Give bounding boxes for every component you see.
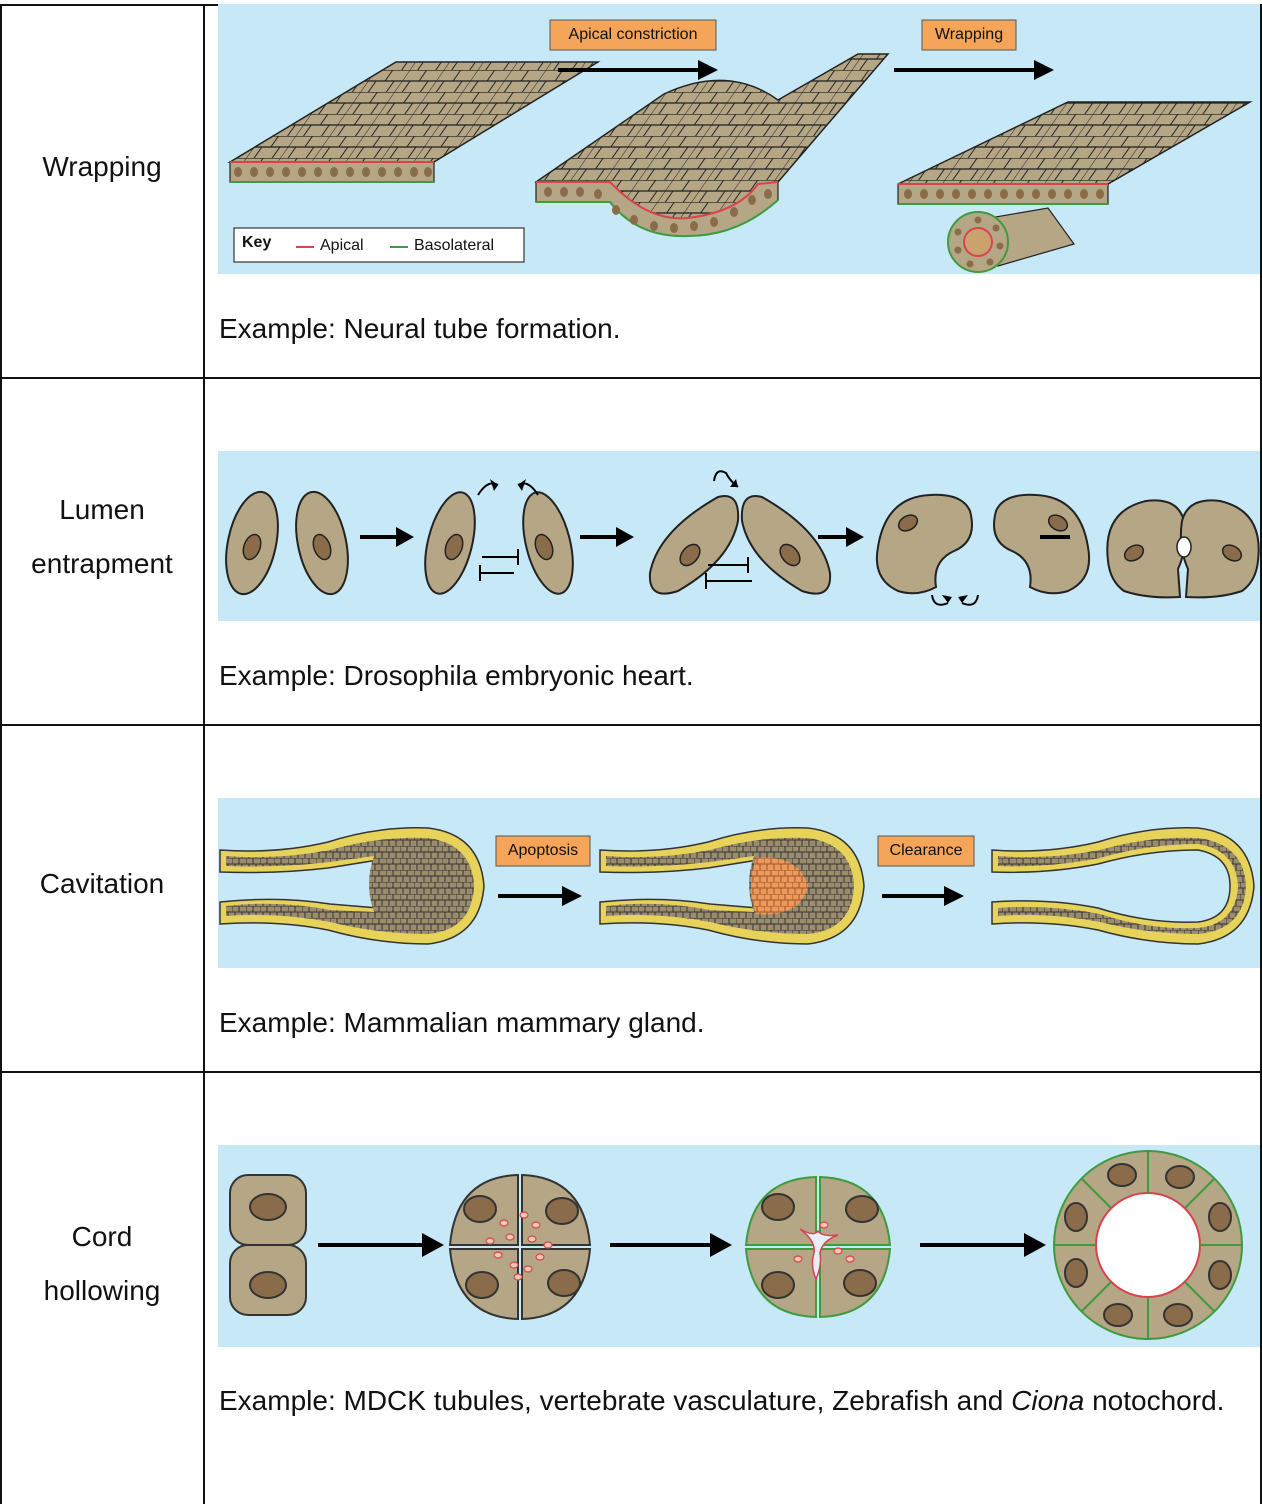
example-wrapping: Example: Neural tube formation. [219, 302, 621, 356]
example-lumen-entrapment: Example: Drosophila embryonic heart. [219, 649, 694, 703]
cord-hollowing-svg [218, 1145, 1260, 1347]
row-label-cavitation: Cavitation [0, 857, 204, 911]
mechanism-table: Wrapping [0, 4, 1262, 1504]
key-title: Key [242, 234, 271, 252]
step-label-wrapping: Wrapping [922, 20, 1016, 50]
solid-bud [220, 828, 484, 944]
cavitation-svg [218, 798, 1260, 968]
step-label-apical-constriction: Apical constriction [550, 20, 716, 50]
flat-epithelium [230, 62, 598, 182]
hollow-cord-ring [1054, 1151, 1242, 1339]
row-label-line: Wrapping [0, 140, 204, 194]
example-text: Example: MDCK tubules, vertebrate vascul… [219, 1385, 1011, 1416]
hollow-duct [992, 828, 1254, 944]
row-label-line: Lumen [0, 483, 204, 537]
four-cell-cord [450, 1175, 590, 1319]
example-text-suffix: notochord. [1084, 1385, 1224, 1416]
row-divider [0, 1071, 1262, 1073]
step-label-apoptosis: Apoptosis [496, 836, 590, 866]
wrapping-diagram-svg [218, 4, 1260, 274]
bending-epithelium [536, 54, 888, 236]
row-label-line: hollowing [0, 1264, 204, 1318]
cavitation-diagram: Apoptosis Clearance [218, 798, 1260, 968]
key-basolateral-label: Basolateral [414, 237, 494, 255]
example-cord-hollowing: Example: MDCK tubules, vertebrate vascul… [219, 1374, 1249, 1428]
table-border-right [1260, 4, 1262, 1504]
row-label-line: Cavitation [0, 857, 204, 911]
row-divider [0, 377, 1262, 379]
key-apical-label: Apical [320, 237, 364, 255]
two-cell-cord [230, 1175, 306, 1315]
apoptotic-bud [600, 828, 864, 944]
row-label-line: entrapment [0, 537, 204, 591]
row-label-wrapping: Wrapping [0, 140, 204, 194]
step-label-clearance: Clearance [878, 836, 974, 866]
cord-hollowing-diagram [218, 1145, 1260, 1347]
example-italic-genus: Ciona [1011, 1385, 1084, 1416]
example-cavitation: Example: Mammalian mammary gland. [219, 996, 705, 1050]
row-label-cord-hollowing: Cord hollowing [0, 1210, 204, 1318]
row-label-lumen-entrapment: Lumen entrapment [0, 483, 204, 591]
wrapped-tube [898, 102, 1250, 272]
row-divider [0, 724, 1262, 726]
lumen-entrapment-diagram [218, 451, 1260, 621]
wrapping-diagram: Apical constriction Wrapping Key Apical … [218, 4, 1260, 274]
lumen-entrapment-svg [218, 451, 1260, 621]
row-label-line: Cord [0, 1210, 204, 1264]
